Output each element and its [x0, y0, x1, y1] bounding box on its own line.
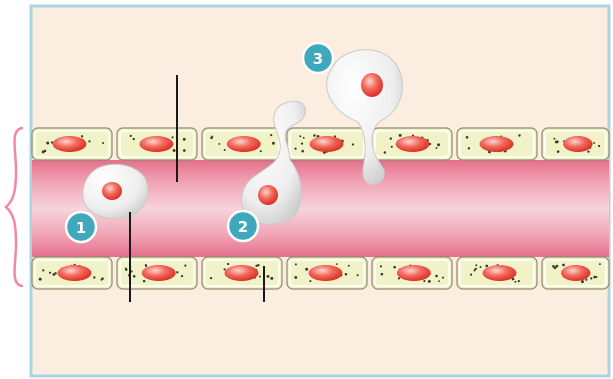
endothelial-cell-top: [117, 128, 197, 160]
endothelial-cell-bottom: [202, 257, 282, 289]
endothelial-cell-top: [372, 128, 452, 160]
endothelial-cell-bottom: [287, 257, 367, 289]
step-badge-3: 3: [303, 43, 333, 73]
endothelial-cell-bottom: [457, 257, 537, 289]
endothelial-row-bottom: [32, 257, 609, 289]
endothelial-cell-bottom: [542, 257, 609, 289]
endothelial-cell-top: [32, 128, 112, 160]
step-badge-2: 2: [228, 211, 258, 241]
endothelial-row-top: [32, 128, 609, 160]
endothelial-cell-bottom: [372, 257, 452, 289]
svg-text:2: 2: [238, 218, 248, 236]
endothelial-cell-top: [287, 128, 367, 160]
leukocyte-rolling: [83, 164, 148, 218]
endothelial-cell-top: [202, 128, 282, 160]
vessel-bracket: [6, 128, 22, 286]
step-badge-1: 1: [66, 212, 96, 242]
endothelial-cell-top: [457, 128, 537, 160]
endothelial-cell-bottom: [32, 257, 112, 289]
svg-text:3: 3: [313, 50, 323, 68]
endothelial-cell-top: [542, 128, 609, 160]
svg-text:1: 1: [76, 219, 86, 237]
